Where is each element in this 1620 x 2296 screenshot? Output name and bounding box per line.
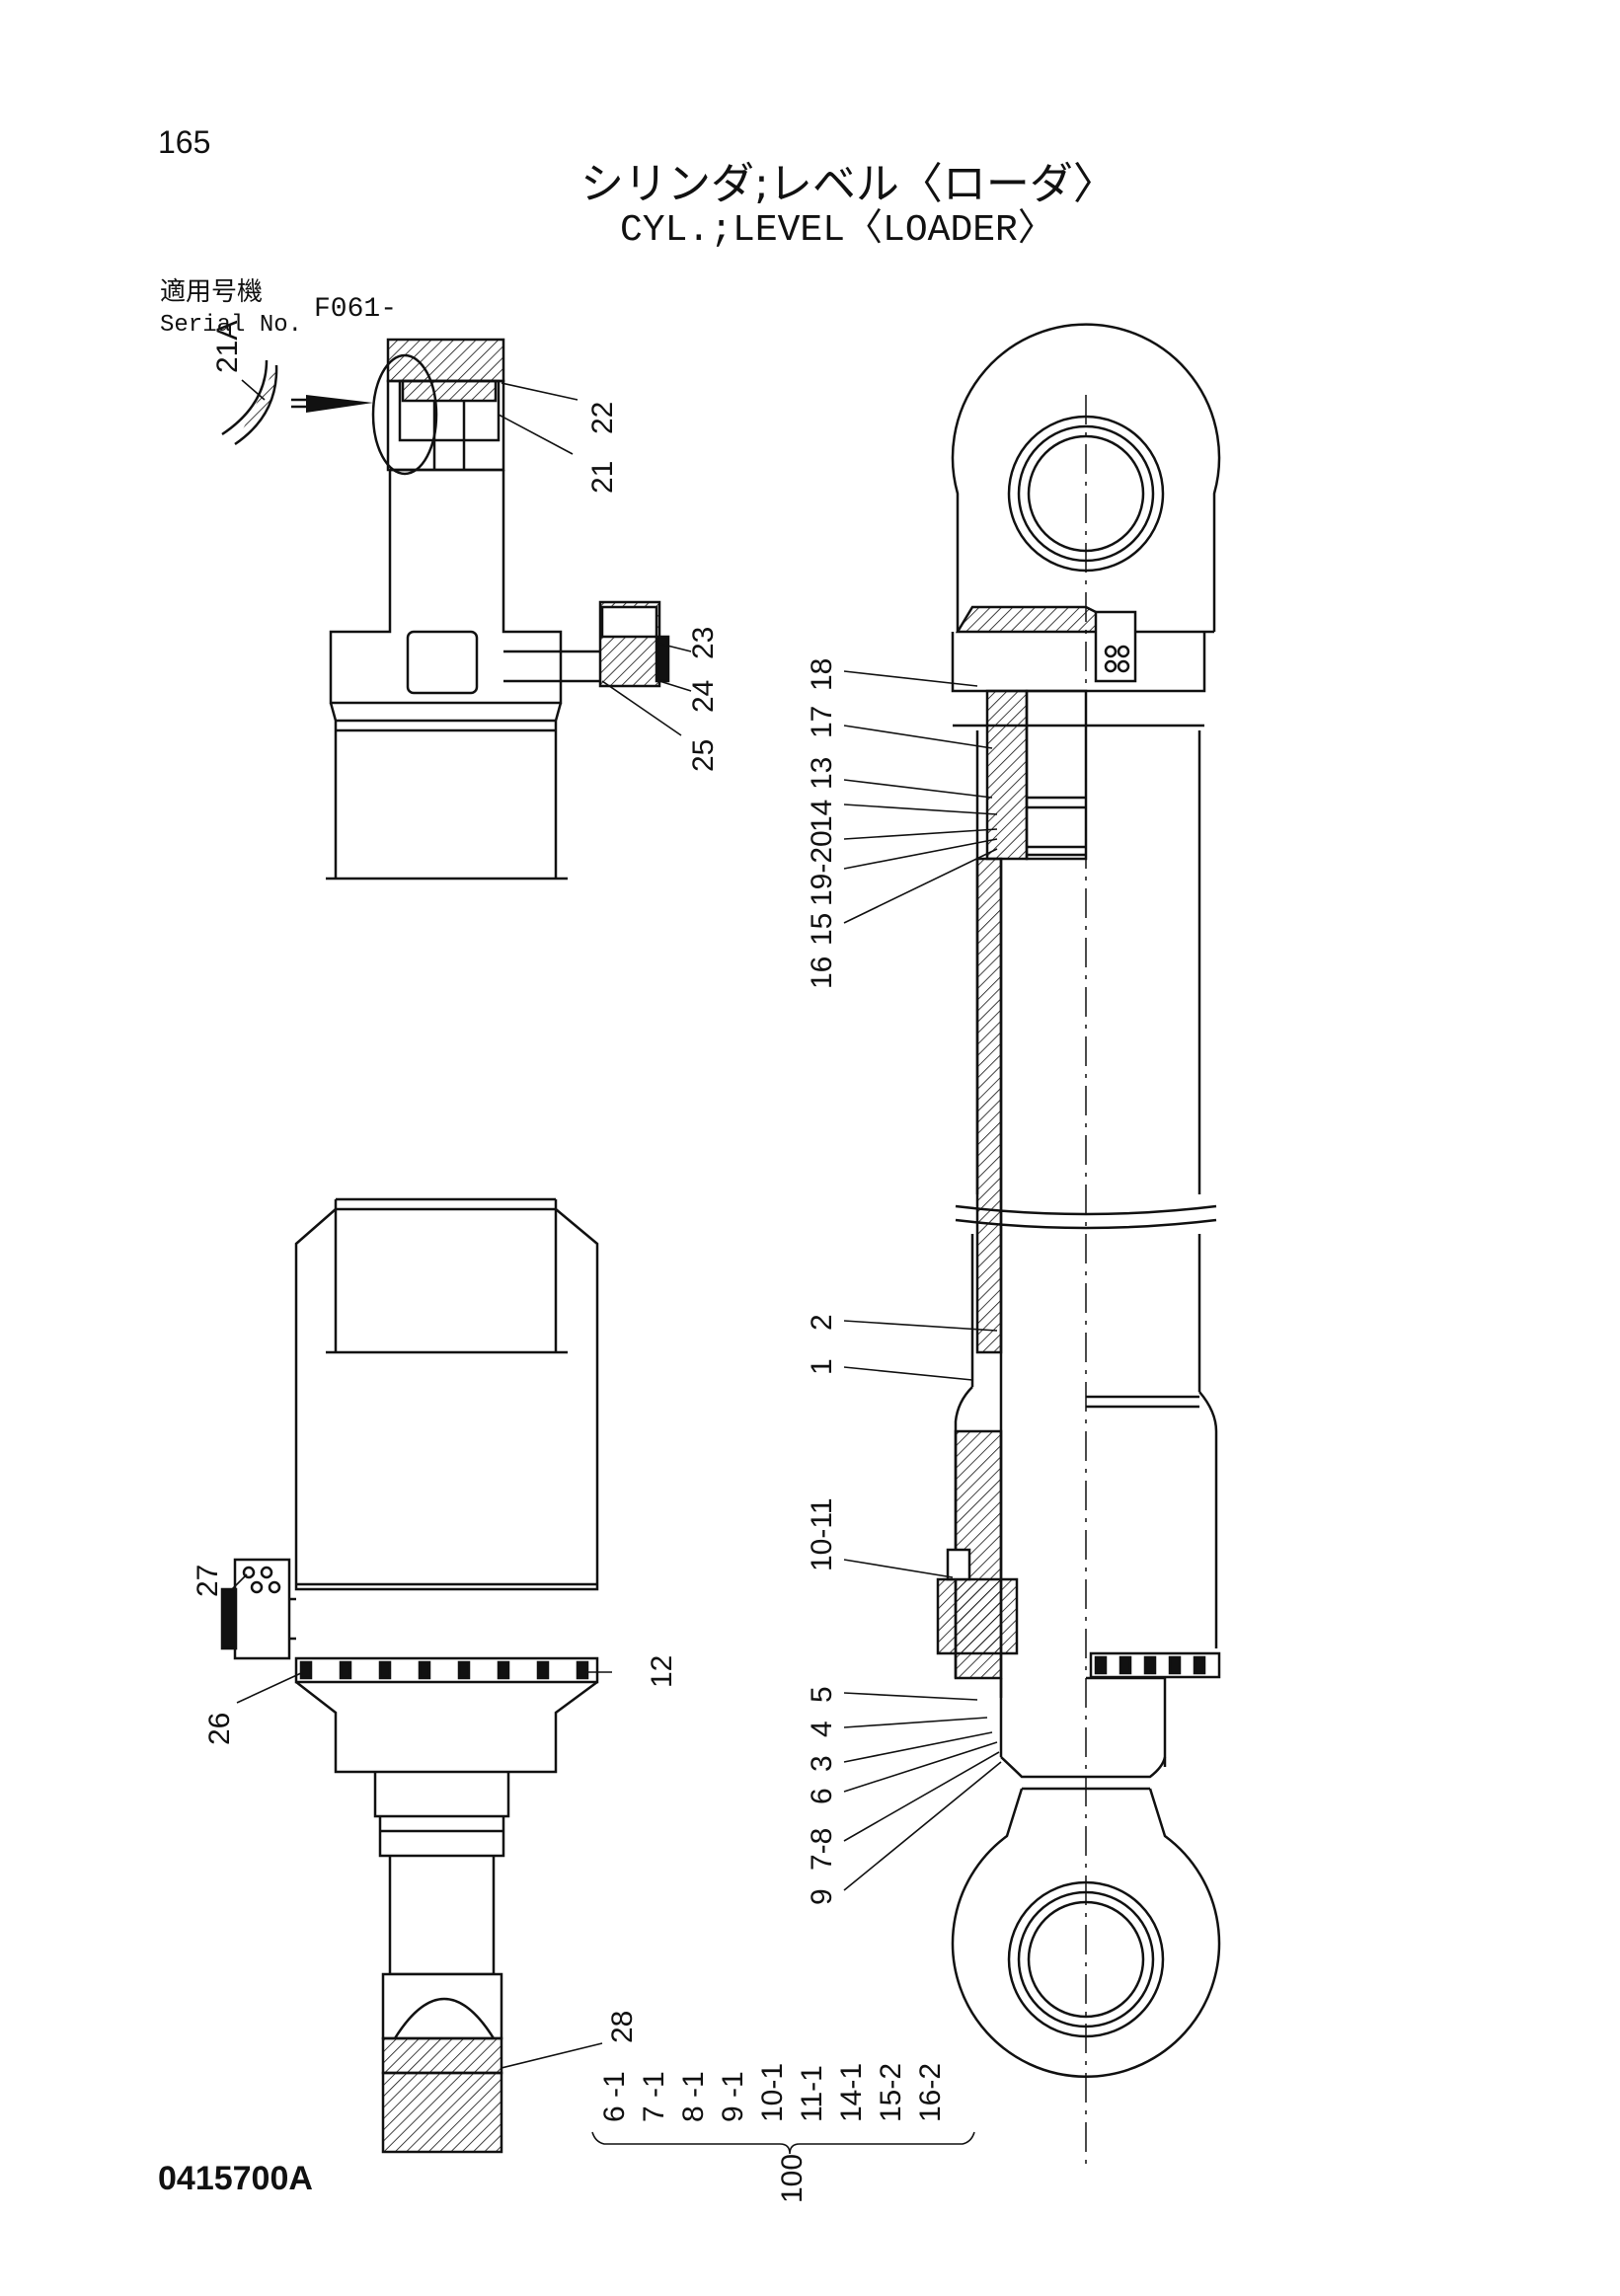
callout-15: 15 <box>806 913 838 946</box>
callout-28: 28 <box>606 2011 639 2043</box>
callout-1: 1 <box>806 1358 838 1375</box>
top-detail-view <box>221 338 670 880</box>
kit-number: 100 <box>776 2154 809 2203</box>
callout-16: 16 <box>806 957 838 989</box>
callout-3: 3 <box>806 1755 838 1772</box>
document-number: 0415700A <box>158 2160 313 2197</box>
kit-item-5: 10-1 <box>756 2063 789 2122</box>
callout-27: 27 <box>192 1565 224 1597</box>
kit-item-6: 11-1 <box>796 2065 828 2122</box>
bolt-ring-main <box>1089 1651 1221 1679</box>
callout-12: 12 <box>646 1655 678 1688</box>
callout-21: 21 <box>586 461 619 494</box>
callout-22: 22 <box>586 402 619 434</box>
callout-7-8: 7-8 <box>806 1828 838 1871</box>
leader-lines <box>231 379 1002 2155</box>
callout-19-20: 19-20 <box>806 830 838 906</box>
bolt-ring-detail <box>294 1656 599 1684</box>
kit-item-3: 8 -1 <box>677 2071 710 2122</box>
callout-10-11: 10-11 <box>806 1497 838 1571</box>
callout-14: 14 <box>806 800 838 832</box>
serial-label-english: Serial No. <box>160 312 303 339</box>
kit-item-7: 14-1 <box>835 2063 868 2122</box>
callout-6: 6 <box>806 1788 838 1804</box>
serial-number-value: F061- <box>314 294 398 325</box>
callout-24: 24 <box>687 680 720 713</box>
bottom-detail-view <box>220 1197 599 2154</box>
callout-17: 17 <box>806 706 838 738</box>
callout-23: 23 <box>687 627 720 659</box>
callout-9: 9 <box>806 1888 838 1905</box>
kit-item-1: 6 -1 <box>598 2071 631 2122</box>
serial-label-japanese: 適用号機 <box>160 277 264 307</box>
callout-25: 25 <box>687 739 720 772</box>
main-cylinder-view <box>936 323 1221 2172</box>
callout-18: 18 <box>806 658 838 691</box>
title-english: CYL.;LEVEL〈LOADER〉 <box>620 209 1055 252</box>
kit-list: 6 -1 7 -1 8 -1 9 -1 10-1 11-1 14-1 15-2 … <box>598 2063 947 2203</box>
kit-item-9: 16-2 <box>914 2063 947 2122</box>
page-number: 165 <box>158 124 211 160</box>
callout-5: 5 <box>806 1686 838 1703</box>
callout-labels: 21A 22 21 23 24 25 18 17 13 14 19-20 15 … <box>192 321 838 2043</box>
kit-item-4: 9 -1 <box>717 2071 749 2122</box>
title-japanese: シリンダ;レベル〈ローダ〉 <box>580 159 1117 209</box>
callout-21a: 21A <box>211 321 244 373</box>
kit-item-8: 15-2 <box>875 2063 907 2122</box>
callout-13: 13 <box>806 757 838 790</box>
callout-2: 2 <box>806 1314 838 1331</box>
callout-4: 4 <box>806 1721 838 1737</box>
callout-26: 26 <box>203 1713 236 1745</box>
kit-item-2: 7 -1 <box>638 2071 670 2122</box>
